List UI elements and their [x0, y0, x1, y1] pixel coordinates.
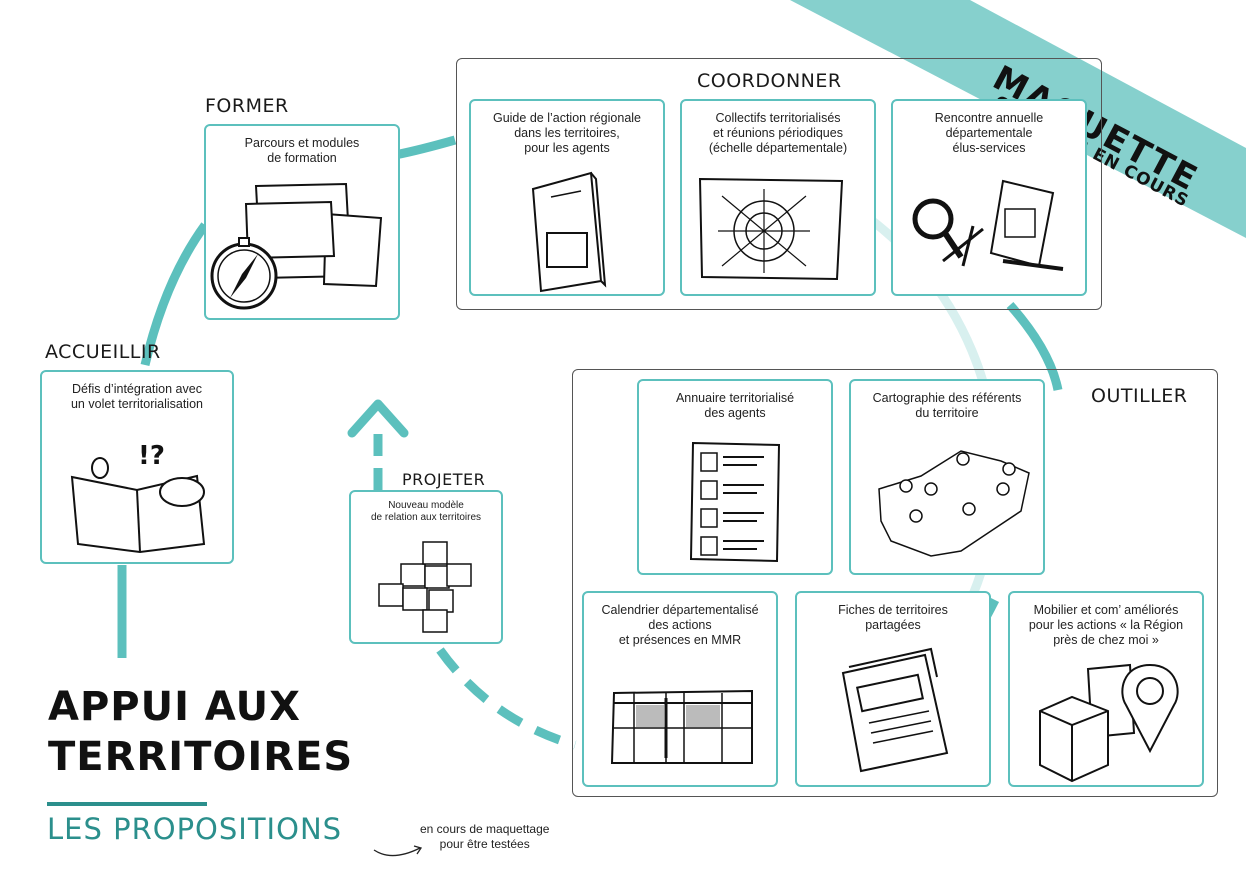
page-title: APPUI AUX TERRITOIRES [48, 684, 354, 780]
document-sheets-icon [841, 647, 949, 773]
card-fiches[interactable]: Fiches de territoires partagées [795, 591, 991, 787]
card-parcours[interactable]: Parcours et modules de formation [204, 124, 400, 320]
coordonner-group [456, 58, 1102, 310]
card-mobilier-label: Mobilier et com’ améliorés pour les acti… [1028, 603, 1184, 647]
accueillir-title: ACCUEILLIR [45, 341, 161, 363]
puzzle-icon [378, 541, 472, 633]
curved-arrow-icon [373, 845, 423, 857]
open-book-questions-icon: !? [70, 441, 206, 554]
card-defis-label: Défis d’intégration avec un volet territ… [70, 382, 203, 411]
status-note: en cours de maquettage pour être testées [420, 822, 550, 851]
outiller-group [572, 369, 1218, 797]
card-rencontre-label: Rencontre annuelle départementale élus-s… [934, 111, 1044, 155]
card-cartographie[interactable]: Cartographie des référents du territoire [849, 379, 1045, 575]
card-guide[interactable]: Guide de l’action régionale dans les ter… [469, 99, 665, 296]
card-rencontre[interactable]: Rencontre annuelle départementale élus-s… [891, 99, 1087, 296]
card-cartographie-label: Cartographie des référents du territoire [872, 391, 1022, 420]
card-collectifs-label: Collectifs territorialisés et réunions p… [708, 111, 848, 155]
page-subtitle: LES PROPOSITIONS [47, 812, 343, 846]
outiller-title: OUTILLER [1091, 385, 1188, 407]
card-annuaire-label: Annuaire territorialisé des agents [675, 391, 795, 420]
booklet-icon [531, 171, 607, 293]
title-divider [47, 802, 207, 806]
card-calendrier-label: Calendrier départementalisé des actions … [601, 603, 759, 647]
card-calendrier[interactable]: Calendrier départementalisé des actions … [582, 591, 778, 787]
directory-icon [689, 441, 781, 563]
card-guide-label: Guide de l’action régionale dans les ter… [492, 111, 642, 155]
card-parcours-label: Parcours et modules de formation [244, 136, 360, 165]
former-title: FORMER [205, 95, 289, 117]
card-mobilier[interactable]: Mobilier et com’ améliorés pour les acti… [1008, 591, 1204, 787]
network-map-icon [698, 177, 844, 281]
card-nouveau-modele[interactable]: Nouveau modèle de relation aux territoir… [349, 490, 503, 644]
card-annuaire[interactable]: Annuaire territorialisé des agents [637, 379, 833, 575]
card-defis[interactable]: Défis d’intégration avec un volet territ… [40, 370, 234, 564]
calendar-grid-icon [610, 689, 753, 764]
tools-magnifier-icon [912, 179, 1064, 271]
card-nouveau-modele-label: Nouveau modèle de relation aux territoir… [370, 500, 482, 523]
card-fiches-label: Fiches de territoires partagées [838, 603, 948, 632]
svg-text:!?: !? [138, 441, 165, 471]
projeter-title: PROJETER [402, 470, 486, 489]
cube-location-icon [1039, 663, 1179, 783]
map-pins-icon [878, 450, 1030, 557]
documents-compass-icon [210, 182, 383, 310]
coordonner-title: COORDONNER [697, 70, 842, 92]
card-collectifs[interactable]: Collectifs territorialisés et réunions p… [680, 99, 876, 296]
